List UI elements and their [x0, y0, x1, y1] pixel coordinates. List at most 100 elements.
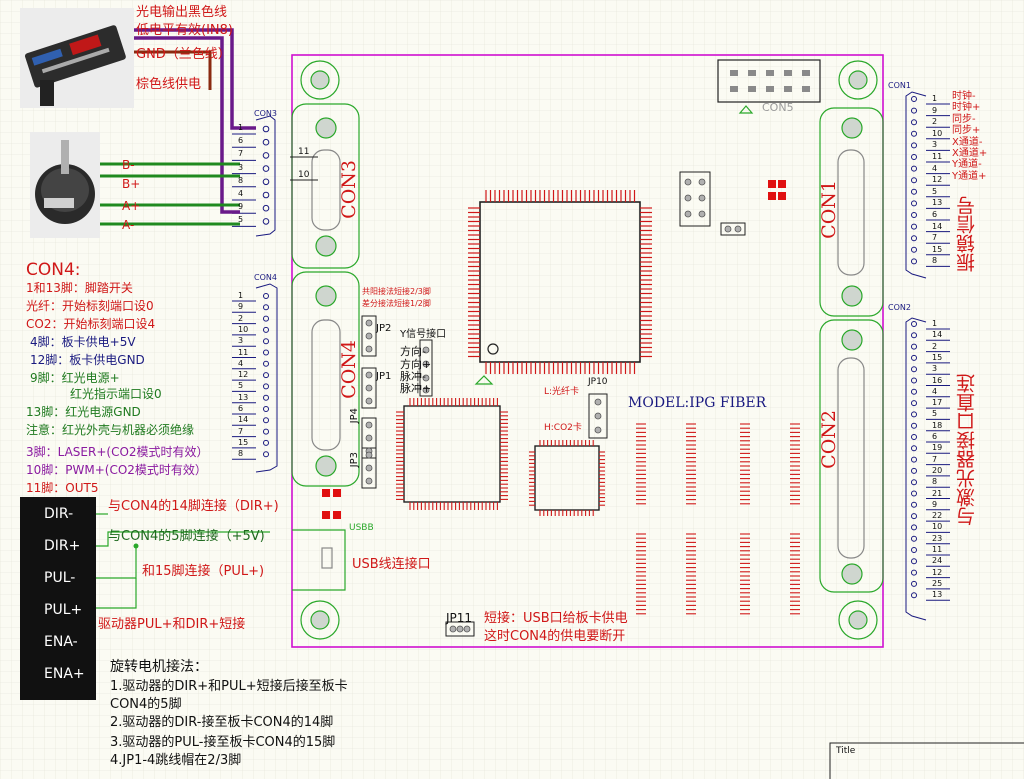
con2-pin-number: 6 [932, 432, 938, 441]
con2-pin-number: 21 [932, 488, 943, 498]
con2-pin-dot [911, 558, 917, 565]
con2-pin-dot [911, 569, 917, 576]
con1-pin-number: 5 [932, 186, 938, 196]
con1-pin-dot [911, 212, 917, 218]
con1-pin-dot [911, 235, 917, 242]
con2-pin-number: 2 [932, 341, 938, 351]
con5-header [717, 59, 821, 114]
motor-wiring-title: 旋转电机接法： [110, 659, 208, 675]
con1-signal-label: X通道- [952, 136, 983, 148]
con4-pin-dot [263, 293, 269, 299]
fiber-card-label: L:光纤卡 [544, 387, 580, 397]
driver-conn-pul: 和15脚连接（PUL+) [142, 564, 265, 579]
con1-pin-dot [911, 246, 917, 253]
jp1-label: JP1 [376, 371, 392, 382]
memory-chips [636, 423, 800, 615]
model-label: MODEL:IPG FIBER [628, 395, 767, 411]
photo-rotary-encoder [30, 132, 100, 238]
con3-pin-number: 7 [238, 149, 244, 159]
con4-pin-number: 5 [238, 381, 244, 391]
usb-footprint [292, 529, 346, 591]
con2-pin-dot [911, 434, 917, 440]
con2-pin-number: 4 [932, 386, 938, 396]
con4-pin-number: 8 [238, 449, 244, 459]
driver-conn-dir: 与CON4的14脚连接（DIR+) [108, 499, 279, 514]
con4-pin-dot [263, 349, 269, 356]
con4-pin-dot [263, 372, 269, 379]
con4-pin-number: 1 [238, 291, 244, 300]
con4-pin-dot [263, 326, 269, 333]
con2-pin-dot [911, 501, 917, 508]
driver-conn-short: 驱动器PUL+和DIR+短接 [98, 617, 246, 632]
encoder-wire-label: B+ [122, 177, 141, 191]
photo-sensor-amplifier [20, 8, 134, 108]
con2-pin-number: 19 [932, 443, 943, 453]
con1-pin-number: 12 [932, 175, 943, 185]
con2-pin-number: 11 [932, 545, 943, 554]
con4-pin-dot [263, 394, 269, 401]
con2-pin-number: 16 [932, 375, 943, 385]
con4-pin-dot [263, 383, 269, 390]
con3-pin-number: 9 [238, 202, 244, 212]
con3-ext-label: CON3 [254, 109, 277, 118]
con4-board-label: CON4 [338, 340, 360, 399]
con1-pin-number: 2 [932, 117, 938, 127]
con2-pin-dot [911, 547, 917, 553]
con4-pin-note: 9脚：红光电源+ [30, 371, 120, 385]
con4-symbol [255, 283, 278, 473]
con4-pin-dot [263, 428, 269, 435]
con4-pin-note: 13脚：红光电源GND [26, 405, 141, 419]
y-signal-label: Y信号接口 [400, 329, 447, 340]
con2-pin-dot [911, 445, 917, 452]
driver-conn-5v: 与CON4的5脚连接（+5V) [108, 529, 265, 544]
jp11-note-2: 这时CON4的供电要断开 [484, 629, 626, 644]
con1-pin-number: 14 [932, 221, 943, 231]
motor-step: 2.驱动器的DIR-接至板卡CON4的14脚 [110, 715, 334, 730]
con2-pin-number: 9 [932, 499, 938, 509]
con3-pin-number: 6 [238, 136, 244, 146]
motor-step: CON4的5脚 [110, 697, 182, 712]
con2-pin-number: 18 [932, 420, 943, 430]
con3-pin11: 11 [298, 147, 310, 157]
con4-pin-number: 10 [238, 324, 249, 334]
con4-pin-dot [263, 451, 269, 458]
driver-terminal-panel [20, 497, 96, 700]
con4-pin-number: 9 [238, 302, 244, 312]
con1-pin-dot [911, 223, 917, 230]
con4-pin-number: 11 [238, 347, 249, 357]
plcc-chip [529, 440, 605, 516]
con2-ext-label: CON2 [888, 303, 911, 312]
con1-pin-dot [911, 130, 917, 137]
jumper-note-common-anode: 共阳接法短接2/3脚 [362, 287, 431, 296]
usb-board-label: USBB [349, 523, 374, 533]
con4-pin-dot [263, 315, 269, 322]
con4-pin-note: CO2：开始标刻端口设4 [26, 317, 156, 331]
brown-wire [134, 50, 212, 90]
con4-pin-dot [263, 439, 269, 446]
con2-pin-dot [911, 592, 917, 599]
con2-pin-number: 20 [932, 465, 943, 475]
con1-pin-dot [911, 96, 917, 102]
con4-pin-note: CON4: [26, 260, 81, 280]
con4-pin-note: 注意：红光外壳与机器必须绝缘 [26, 423, 195, 437]
con2-pin-dot [911, 422, 917, 429]
encoder-wire-label: A- [122, 218, 135, 232]
jp4-label: JP4 [349, 408, 360, 424]
con1-pin-number: 3 [932, 140, 938, 150]
con4-pin-dot [263, 406, 269, 412]
con1-pin-dot [911, 119, 917, 126]
con2-pin-number: 12 [932, 567, 943, 577]
con1-pin-number: 10 [932, 128, 943, 138]
con2-pin-dot [911, 456, 917, 463]
con4-pin-number: 14 [238, 415, 249, 425]
motor-step: 1.驱动器的DIR+和PUL+短接后接至板卡 [110, 679, 348, 694]
con4-pin-note: 11脚：OUT5 [26, 481, 99, 495]
con4-pin-note: 红光指示端口设0 [70, 387, 162, 401]
con2-pin-dot [911, 343, 917, 350]
con3-pin-dot [262, 218, 270, 225]
sensor-gnd-note: GND（兰色线） [136, 47, 231, 62]
jp10-label: JP10 [588, 377, 608, 387]
encoder-wire-label: B- [122, 158, 135, 172]
con1-board-label: CON1 [818, 180, 840, 239]
con4-pin-note: 10脚：PWM+(CO2模式时有效） [26, 463, 207, 477]
